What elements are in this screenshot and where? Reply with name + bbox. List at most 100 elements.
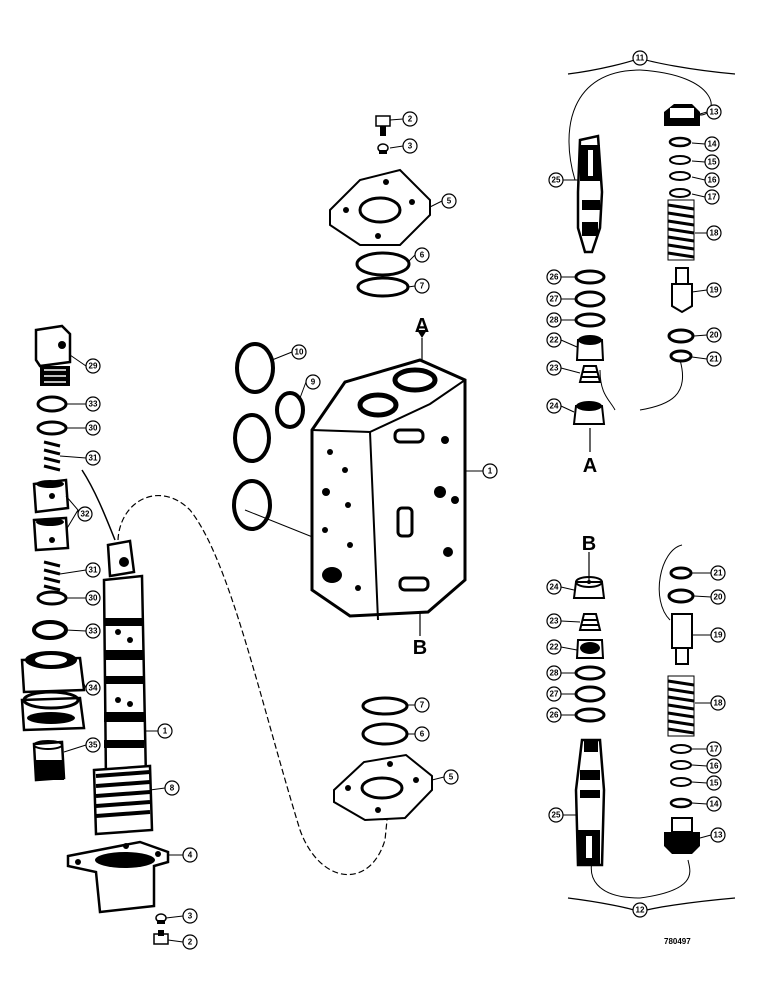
o-ring-10 [235, 342, 275, 394]
callout-c17-a: 17 [691, 189, 720, 205]
callout-number: 9 [311, 378, 316, 387]
callout-c2-bottom: 2 [167, 934, 198, 950]
section-letter-b-top: B [413, 637, 427, 659]
callout-circle [85, 590, 101, 606]
backup-ring-27-a [574, 290, 606, 308]
callout-leader [693, 334, 708, 337]
callout-number: 14 [708, 140, 717, 149]
callout-number: 28 [550, 316, 559, 325]
callout-leader [165, 915, 184, 919]
spring-18-a [667, 199, 695, 261]
callout-number: 30 [89, 594, 98, 603]
backup-ring-20-a [667, 328, 695, 344]
callout-number: 1 [163, 727, 168, 736]
callout-circle [402, 111, 418, 127]
cap-34-lower [20, 690, 86, 732]
callout-c23-b: 23 [546, 613, 581, 629]
callout-number: 15 [708, 158, 717, 167]
callout-c17-b: 17 [692, 741, 722, 757]
callout-circle [706, 225, 722, 241]
callout-leader [560, 339, 578, 348]
o-ring-bottom [361, 696, 409, 716]
callout-number: 2 [408, 115, 413, 124]
callout-circle [182, 934, 198, 950]
seat-23-b [578, 613, 602, 631]
leader-body-oring [244, 509, 321, 541]
callout-circle [546, 269, 562, 285]
callout-circle [85, 450, 101, 466]
callout-c3-bottom: 3 [165, 908, 198, 924]
callout-c25-a: 25 [548, 172, 578, 188]
callout-number: 2 [188, 938, 193, 947]
callout-circle [710, 565, 726, 581]
callout-number: 27 [550, 295, 559, 304]
callout-c18-b: 18 [695, 695, 726, 711]
callout-number: 5 [449, 773, 454, 782]
callout-circle [414, 278, 430, 294]
callout-leader [59, 455, 87, 459]
callout-circle [182, 847, 198, 863]
o-ring-9 [275, 391, 305, 429]
callout-c28-b: 28 [546, 665, 576, 681]
callout-circle [414, 726, 430, 742]
callout-circle [546, 312, 562, 328]
callout-c20-b: 20 [693, 589, 726, 605]
lockwasher-bottom [155, 913, 167, 924]
callout-c12: 12 [632, 902, 648, 918]
callout-number: 14 [710, 800, 719, 809]
callout-c14-a: 14 [691, 136, 720, 152]
callout-c24-a: 24 [546, 398, 575, 414]
callout-c11: 11 [632, 50, 648, 66]
callout-number: 29 [89, 362, 98, 371]
callout-c16-b: 16 [691, 758, 722, 774]
callout-number: 26 [550, 711, 559, 720]
relief-valve-body-b [574, 738, 606, 867]
callout-circle [632, 902, 648, 918]
o-ring-body-low [232, 479, 272, 531]
ring-33-a [36, 395, 68, 413]
flange-top [329, 168, 431, 246]
callout-c31-b: 31 [59, 562, 101, 578]
callout-number: 19 [710, 286, 719, 295]
callout-circle [85, 358, 101, 374]
collar-34 [20, 651, 86, 694]
callout-c30-b: 30 [66, 590, 101, 606]
callout-number: 13 [710, 108, 719, 117]
callout-circle [704, 172, 720, 188]
callout-leader [81, 679, 87, 689]
callout-c13-a: 13 [699, 104, 722, 120]
callout-number: 17 [710, 745, 719, 754]
callout-c31-a: 31 [59, 450, 101, 466]
callout-number: 6 [420, 730, 425, 739]
callout-c1-body: 1 [465, 463, 498, 479]
callout-number: 4 [188, 851, 193, 860]
spacer-32-upper [32, 478, 70, 514]
callout-circle [85, 420, 101, 436]
ring-33-b [32, 620, 68, 640]
callout-c16-a: 16 [691, 172, 720, 188]
callout-c9: 9 [299, 374, 321, 399]
callout-c34: 34 [81, 679, 101, 696]
callout-leader [560, 646, 578, 651]
callout-c19-a: 19 [691, 282, 722, 298]
washer-15-a [669, 155, 691, 165]
callout-number: 18 [714, 699, 723, 708]
lockwasher-top [377, 143, 389, 154]
callout-c26-a: 26 [546, 269, 576, 285]
callout-c15-b: 15 [691, 775, 722, 791]
callout-circle [706, 741, 722, 757]
o-ring-14-a [668, 136, 692, 148]
callout-number: 24 [550, 402, 559, 411]
ring-16-b [670, 760, 692, 770]
callout-circle [706, 775, 722, 791]
callout-number: 16 [708, 176, 717, 185]
o-ring-28-b [574, 665, 606, 681]
callout-number: 33 [89, 627, 98, 636]
callout-circle [706, 327, 722, 343]
callout-circle [710, 627, 726, 643]
callout-circle [291, 344, 307, 360]
callout-circle [546, 665, 562, 681]
callout-c19-b: 19 [692, 627, 726, 643]
o-ring-14-b [669, 797, 693, 809]
callout-circle [706, 796, 722, 812]
